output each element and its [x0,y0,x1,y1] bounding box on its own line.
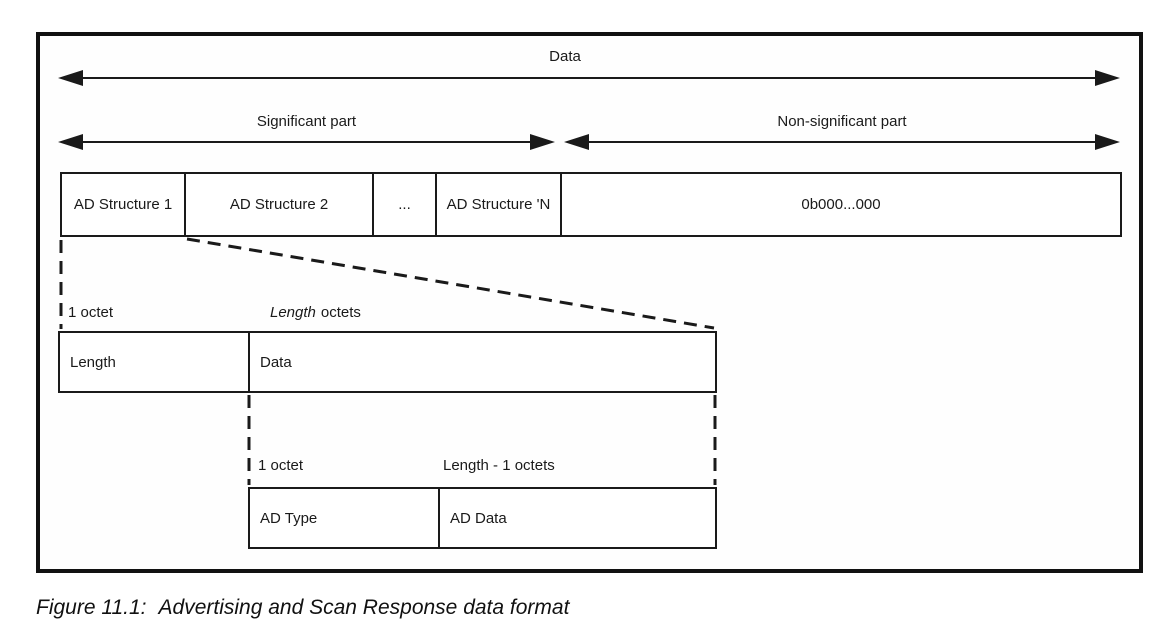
significant-part-label: Significant part [256,113,357,130]
arrowhead-left-icon [58,70,83,86]
ad-structure-2-label: AD Structure 2 [229,196,329,213]
arrowhead-right-icon [1095,134,1120,150]
data-arrow [58,70,1120,86]
length-box-label: Length [70,353,116,371]
arrow-shaft [83,141,530,143]
data-box: Data [248,331,717,393]
ad-type-box-label: AD Type [260,509,318,527]
non-significant-part-label: Non-significant part [777,113,907,130]
non-significant-part-arrow [564,134,1120,150]
length-box: Length [58,331,250,393]
ad-structure-1-box: AD Structure 1 [60,172,186,237]
length-octets-rest-part: octets [320,304,361,321]
one-octet-label-2: 1 octet [258,457,304,474]
one-octet-label: 1 octet [68,304,114,321]
ad-structure-2-box: AD Structure 2 [184,172,374,237]
ad-structure-n-label: AD Structure 'N [446,196,551,213]
data-box-label: Data [260,353,292,371]
data-arrow-label: Data [549,48,581,65]
non-significant-zeros-box: 0b000...000 [560,172,1122,237]
figure-caption: Figure 11.1: Advertising and Scan Respons… [36,596,569,620]
arrow-shaft [83,77,1095,79]
ellipsis-label: ... [398,196,411,213]
ad-data-box: AD Data [438,487,717,549]
ellipsis-box: ... [372,172,437,237]
length-minus-one-octets-label: Length - 1 octets [443,457,555,474]
non-significant-zeros-label: 0b000...000 [801,196,881,213]
figure-title: Advertising and Scan Response data forma… [158,596,570,619]
arrow-shaft [589,141,1095,143]
significant-part-arrow [58,134,555,150]
ad-type-box: AD Type [248,487,440,549]
arrowhead-left-icon [58,134,83,150]
arrowhead-left-icon [564,134,589,150]
arrowhead-right-icon [530,134,555,150]
arrowhead-right-icon [1095,70,1120,86]
figure-number: Figure 11.1: [36,596,147,619]
ad-data-box-label: AD Data [450,509,507,527]
length-octets-italic-part: Length [270,304,316,321]
ad-structure-n-box: AD Structure 'N [435,172,562,237]
ad-structure-1-label: AD Structure 1 [73,196,173,213]
